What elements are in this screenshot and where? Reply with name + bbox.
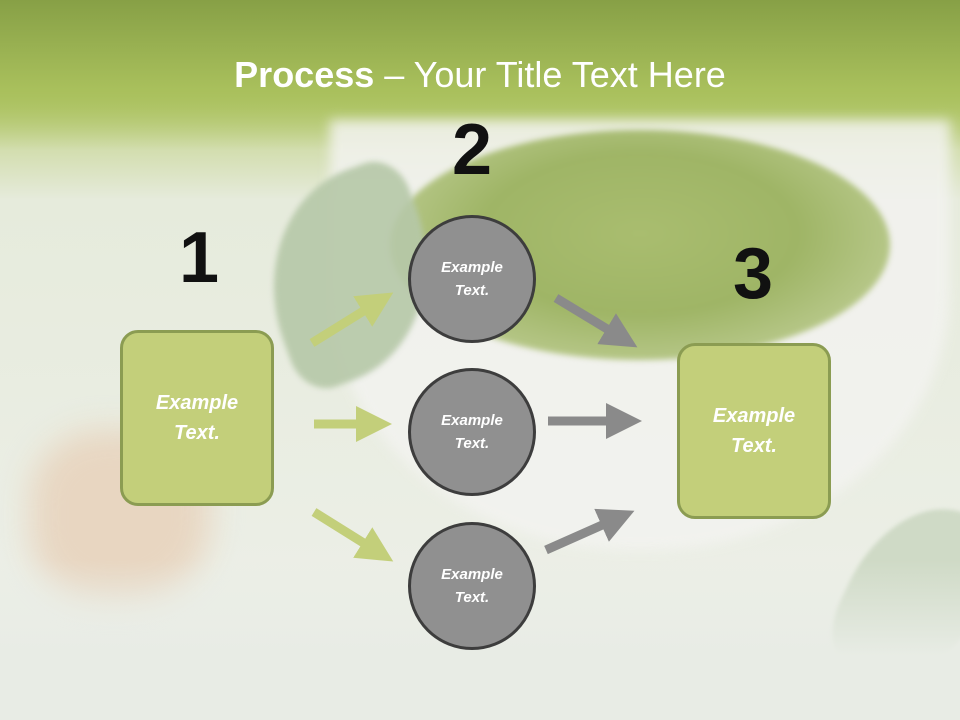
step-1-box[interactable]: Example Text. [120, 330, 274, 506]
arrow-circle-1-to-box [553, 294, 638, 348]
arrow-circle-3-to-box [544, 508, 635, 555]
title-bold: Process [234, 54, 375, 95]
title-rest: – Your Title Text Here [374, 54, 726, 95]
arrow-box-to-circle-3 [311, 508, 394, 562]
step-2-circle-bottom[interactable]: Example Text. [408, 522, 536, 650]
step-number-2: 2 [451, 110, 493, 190]
step-2-circle-top[interactable]: Example Text. [408, 215, 536, 343]
step-number-3: 3 [732, 234, 774, 314]
slide-title[interactable]: Process – Your Title Text Here [0, 55, 960, 95]
step-3-box[interactable]: Example Text. [677, 343, 831, 519]
arrow-box-to-circle-1 [309, 292, 394, 347]
step-2-circle-middle[interactable]: Example Text. [408, 368, 536, 496]
step-number-1: 1 [178, 218, 220, 298]
